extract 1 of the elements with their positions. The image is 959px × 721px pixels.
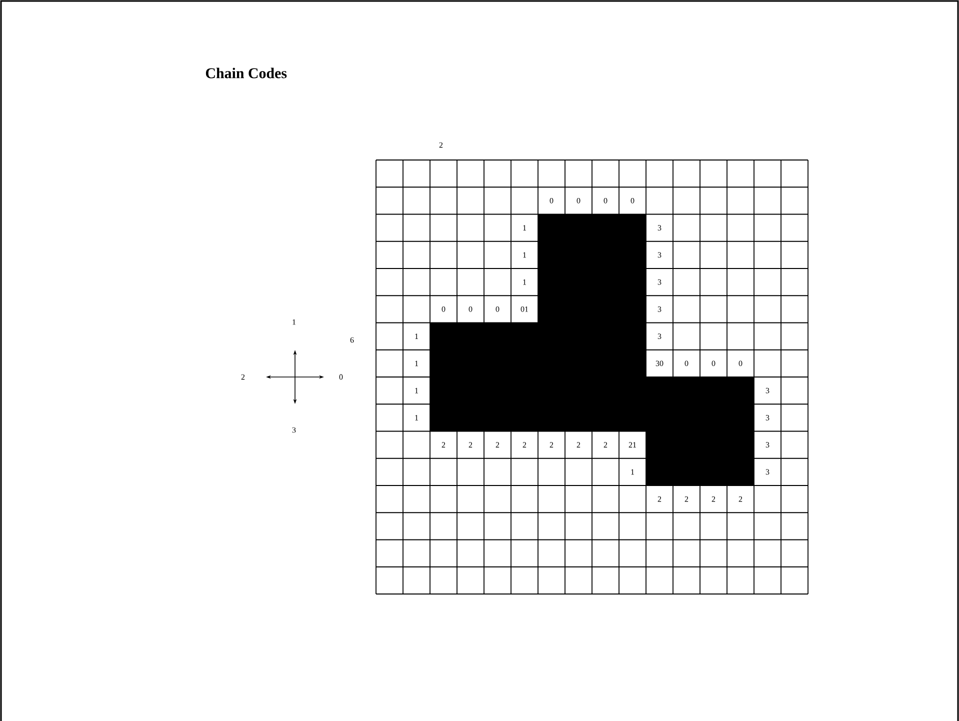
title: Chain Codes (206, 68, 287, 78)
